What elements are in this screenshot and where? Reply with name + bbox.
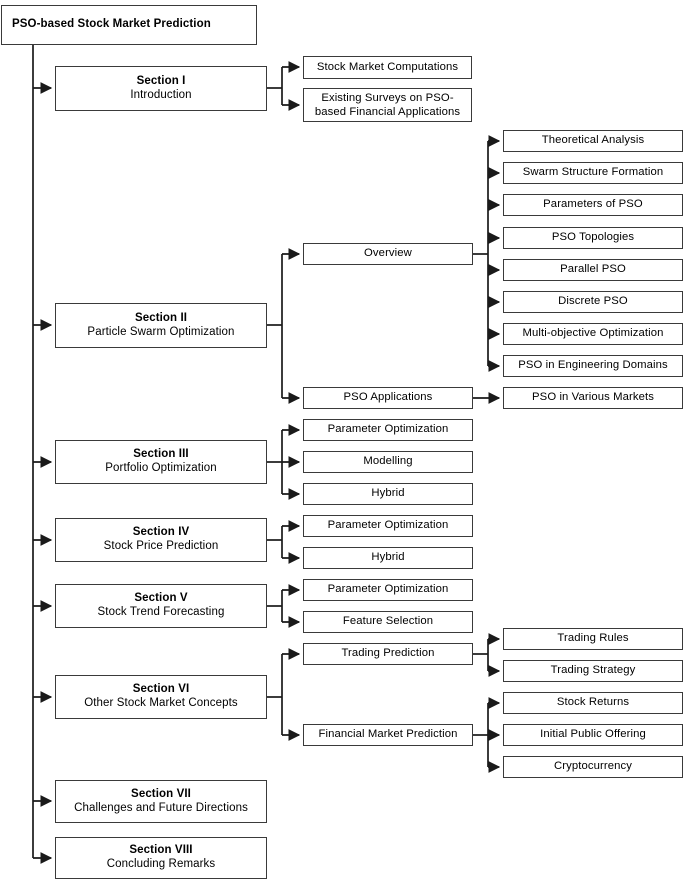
node-swarm-structure-formation[interactable]: Swarm Structure Formation (503, 162, 683, 184)
node-swarm-structure-formation-label: Swarm Structure Formation (522, 166, 664, 179)
node-existing-surveys-label: Existing Surveys on PSO-based Financial … (314, 91, 461, 118)
node-section-vi-subtitle: Other Stock Market Concepts (84, 697, 238, 709)
node-cryptocurrency-label: Cryptocurrency (554, 760, 632, 773)
node-section-ii-subtitle: Particle Swarm Optimization (87, 325, 235, 338)
node-section-i-subtitle: Introduction (130, 88, 192, 101)
node-s3-hybrid[interactable]: Hybrid (303, 483, 473, 505)
node-s3-parameter-optimization[interactable]: Parameter Optimization (303, 419, 473, 441)
node-section-vii-title: Section VII (131, 787, 191, 800)
node-discrete-pso-label: Discrete PSO (558, 295, 628, 308)
node-s5-feature-selection-label: Feature Selection (342, 615, 434, 628)
node-pso-topologies-label: PSO Topologies (551, 231, 635, 244)
node-pso-applications-label: PSO Applications (343, 391, 433, 404)
node-initial-public-offering-label: Initial Public Offering (540, 728, 646, 741)
node-section-vi-title: Section VI (132, 683, 190, 696)
node-s5-parameter-optimization-label: Parameter Optimization (327, 583, 449, 596)
node-s4-parameter-optimization-label: Parameter Optimization (327, 519, 449, 532)
node-cryptocurrency[interactable]: Cryptocurrency (503, 756, 683, 778)
node-root-label: PSO-based Stock Market Prediction (12, 18, 211, 31)
node-section-vii-subtitle: Challenges and Future Directions (74, 801, 248, 814)
node-s3-parameter-optimization-label: Parameter Optimization (327, 423, 449, 436)
node-section-vii[interactable]: Section VII Challenges and Future Direct… (55, 780, 267, 823)
node-stock-returns[interactable]: Stock Returns (503, 692, 683, 714)
node-parallel-pso[interactable]: Parallel PSO (503, 259, 683, 281)
node-section-vi[interactable]: Section VI Other Stock Market Concepts (55, 675, 267, 719)
node-s5-parameter-optimization[interactable]: Parameter Optimization (303, 579, 473, 601)
node-stock-market-computations-label: Stock Market Computations (316, 60, 459, 73)
node-section-v-subtitle: Stock Trend Forecasting (97, 606, 225, 618)
node-s5-feature-selection[interactable]: Feature Selection (303, 611, 473, 633)
node-s4-hybrid-label: Hybrid (371, 551, 405, 564)
node-parameters-of-pso-label: Parameters of PSO (543, 198, 643, 211)
node-financial-market-prediction-label: Financial Market Prediction (318, 728, 458, 741)
node-section-v-title: Section V (134, 592, 188, 605)
node-section-iv[interactable]: Section IV Stock Price Prediction (55, 518, 267, 562)
node-trading-strategy-label: Trading Strategy (550, 664, 636, 677)
node-theoretical-analysis[interactable]: Theoretical Analysis (503, 130, 683, 152)
node-s4-parameter-optimization[interactable]: Parameter Optimization (303, 515, 473, 537)
node-initial-public-offering[interactable]: Initial Public Offering (503, 724, 683, 746)
node-root[interactable]: PSO-based Stock Market Prediction (1, 5, 257, 45)
node-trading-strategy[interactable]: Trading Strategy (503, 660, 683, 682)
node-pso-applications[interactable]: PSO Applications (303, 387, 473, 409)
node-overview[interactable]: Overview (303, 243, 473, 265)
node-section-iii-title: Section III (133, 448, 189, 461)
node-pso-various-markets-label: PSO in Various Markets (532, 391, 654, 404)
node-section-viii-title: Section VIII (129, 844, 193, 857)
node-financial-market-prediction[interactable]: Financial Market Prediction (303, 724, 473, 746)
node-multi-objective-optimization-label: Multi-objective Optimization (522, 327, 664, 340)
node-stock-returns-label: Stock Returns (556, 696, 630, 709)
node-section-ii[interactable]: Section II Particle Swarm Optimization (55, 303, 267, 348)
node-trading-prediction-label: Trading Prediction (341, 647, 435, 660)
node-trading-prediction[interactable]: Trading Prediction (303, 643, 473, 665)
node-section-i[interactable]: Section I Introduction (55, 66, 267, 111)
node-parallel-pso-label: Parallel PSO (560, 263, 626, 276)
node-section-viii[interactable]: Section VIII Concluding Remarks (55, 837, 267, 879)
node-pso-topologies[interactable]: PSO Topologies (503, 227, 683, 249)
node-s3-hybrid-label: Hybrid (371, 487, 405, 500)
node-s3-modelling[interactable]: Modelling (303, 451, 473, 473)
node-section-iii[interactable]: Section III Portfolio Optimization (55, 440, 267, 484)
node-theoretical-analysis-label: Theoretical Analysis (541, 134, 645, 147)
node-section-iv-subtitle: Stock Price Prediction (103, 540, 219, 552)
node-multi-objective-optimization[interactable]: Multi-objective Optimization (503, 323, 683, 345)
node-pso-engineering-domains[interactable]: PSO in Engineering Domains (503, 355, 683, 377)
node-s4-hybrid[interactable]: Hybrid (303, 547, 473, 569)
node-s3-modelling-label: Modelling (363, 455, 413, 468)
node-section-iii-subtitle: Portfolio Optimization (105, 462, 217, 474)
node-section-viii-subtitle: Concluding Remarks (106, 858, 216, 870)
node-discrete-pso[interactable]: Discrete PSO (503, 291, 683, 313)
node-parameters-of-pso[interactable]: Parameters of PSO (503, 194, 683, 216)
node-overview-label: Overview (364, 247, 412, 260)
node-section-iv-title: Section IV (132, 526, 190, 539)
node-pso-various-markets[interactable]: PSO in Various Markets (503, 387, 683, 409)
node-section-v[interactable]: Section V Stock Trend Forecasting (55, 584, 267, 628)
node-trading-rules[interactable]: Trading Rules (503, 628, 683, 650)
node-section-ii-title: Section II (134, 311, 188, 324)
node-pso-engineering-domains-label: PSO in Engineering Domains (518, 359, 668, 372)
node-section-i-title: Section I (136, 74, 186, 87)
node-existing-surveys[interactable]: Existing Surveys on PSO-based Financial … (303, 88, 472, 122)
node-stock-market-computations[interactable]: Stock Market Computations (303, 56, 472, 79)
node-trading-rules-label: Trading Rules (557, 632, 629, 645)
